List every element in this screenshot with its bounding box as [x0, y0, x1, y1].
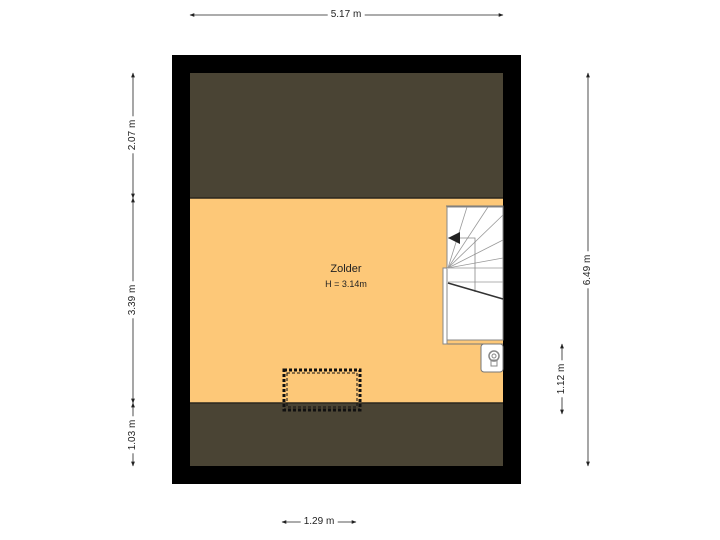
low-ceiling-zone-top	[190, 73, 503, 198]
arrow-left-icon	[448, 232, 460, 244]
low-ceiling-zone-bottom	[190, 403, 503, 466]
dimension-right-total: 6.49 m	[582, 251, 594, 289]
dimension-bottom-window: 1.29 m	[300, 516, 338, 528]
room-height: H = 3.14m	[325, 279, 367, 289]
roof-window-icon	[282, 368, 362, 412]
dimension-left-bottom: 1.03 m	[127, 416, 139, 454]
boiler-icon	[480, 343, 504, 373]
dimension-left-middle: 3.39 m	[127, 281, 139, 319]
dimension-right-small: 1.12 m	[556, 360, 568, 398]
staircase-icon	[442, 205, 504, 345]
room-name: Zolder	[330, 263, 362, 275]
dimension-left-top: 2.07 m	[127, 116, 139, 154]
dimension-top-width: 5.17 m	[327, 9, 365, 21]
